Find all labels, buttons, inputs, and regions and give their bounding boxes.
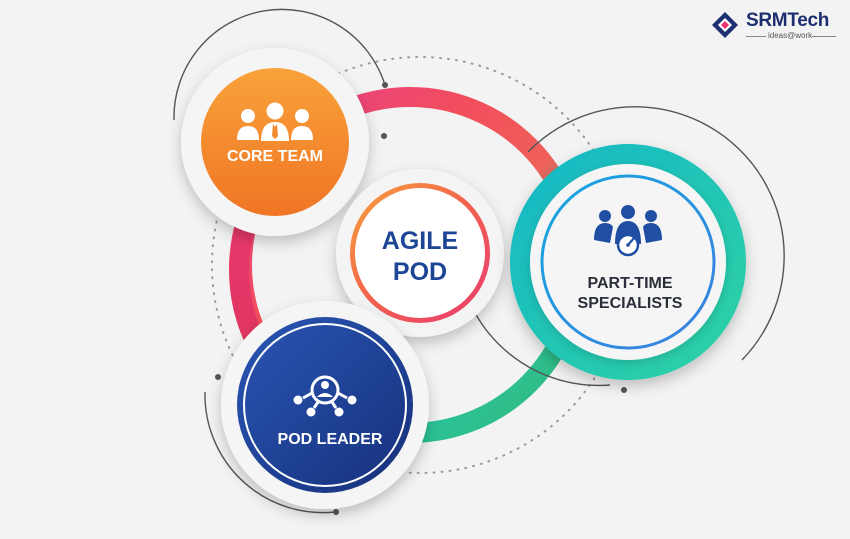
pod-leader-label: POD LEADER	[277, 431, 383, 448]
part-time-line2: SPECIALISTS	[577, 295, 683, 312]
specialists-gauge-icon	[594, 205, 662, 257]
part-time-line1: PART-TIME	[587, 275, 673, 292]
agile-pod-label: AGILE POD	[350, 226, 490, 289]
leader-network-icon	[293, 375, 357, 417]
logo-brand: SRMTech	[746, 10, 830, 31]
srmtech-logo-icon	[712, 12, 738, 38]
agile-pod-node	[336, 169, 504, 337]
logo-rule-right	[812, 36, 836, 37]
part-time-specialists-node	[510, 144, 746, 380]
orbit-dots	[215, 82, 627, 515]
core-team-label: CORE TEAM	[227, 148, 323, 165]
pod-leader-node	[221, 301, 429, 509]
part-time-specialists-label: PART-TIME SPECIALISTS	[550, 274, 710, 314]
agile-pod-line2: POD	[392, 258, 448, 287]
logo-tagline: ideas@work	[768, 31, 813, 40]
srmtech-logo: SRMTech ideas@work	[710, 8, 838, 42]
core-team-node	[181, 48, 369, 236]
team-icon	[237, 102, 313, 141]
orbit-arcs	[173, 8, 785, 514]
logo-rule-left	[746, 36, 766, 37]
agile-pod-line1: AGILE	[381, 227, 459, 255]
